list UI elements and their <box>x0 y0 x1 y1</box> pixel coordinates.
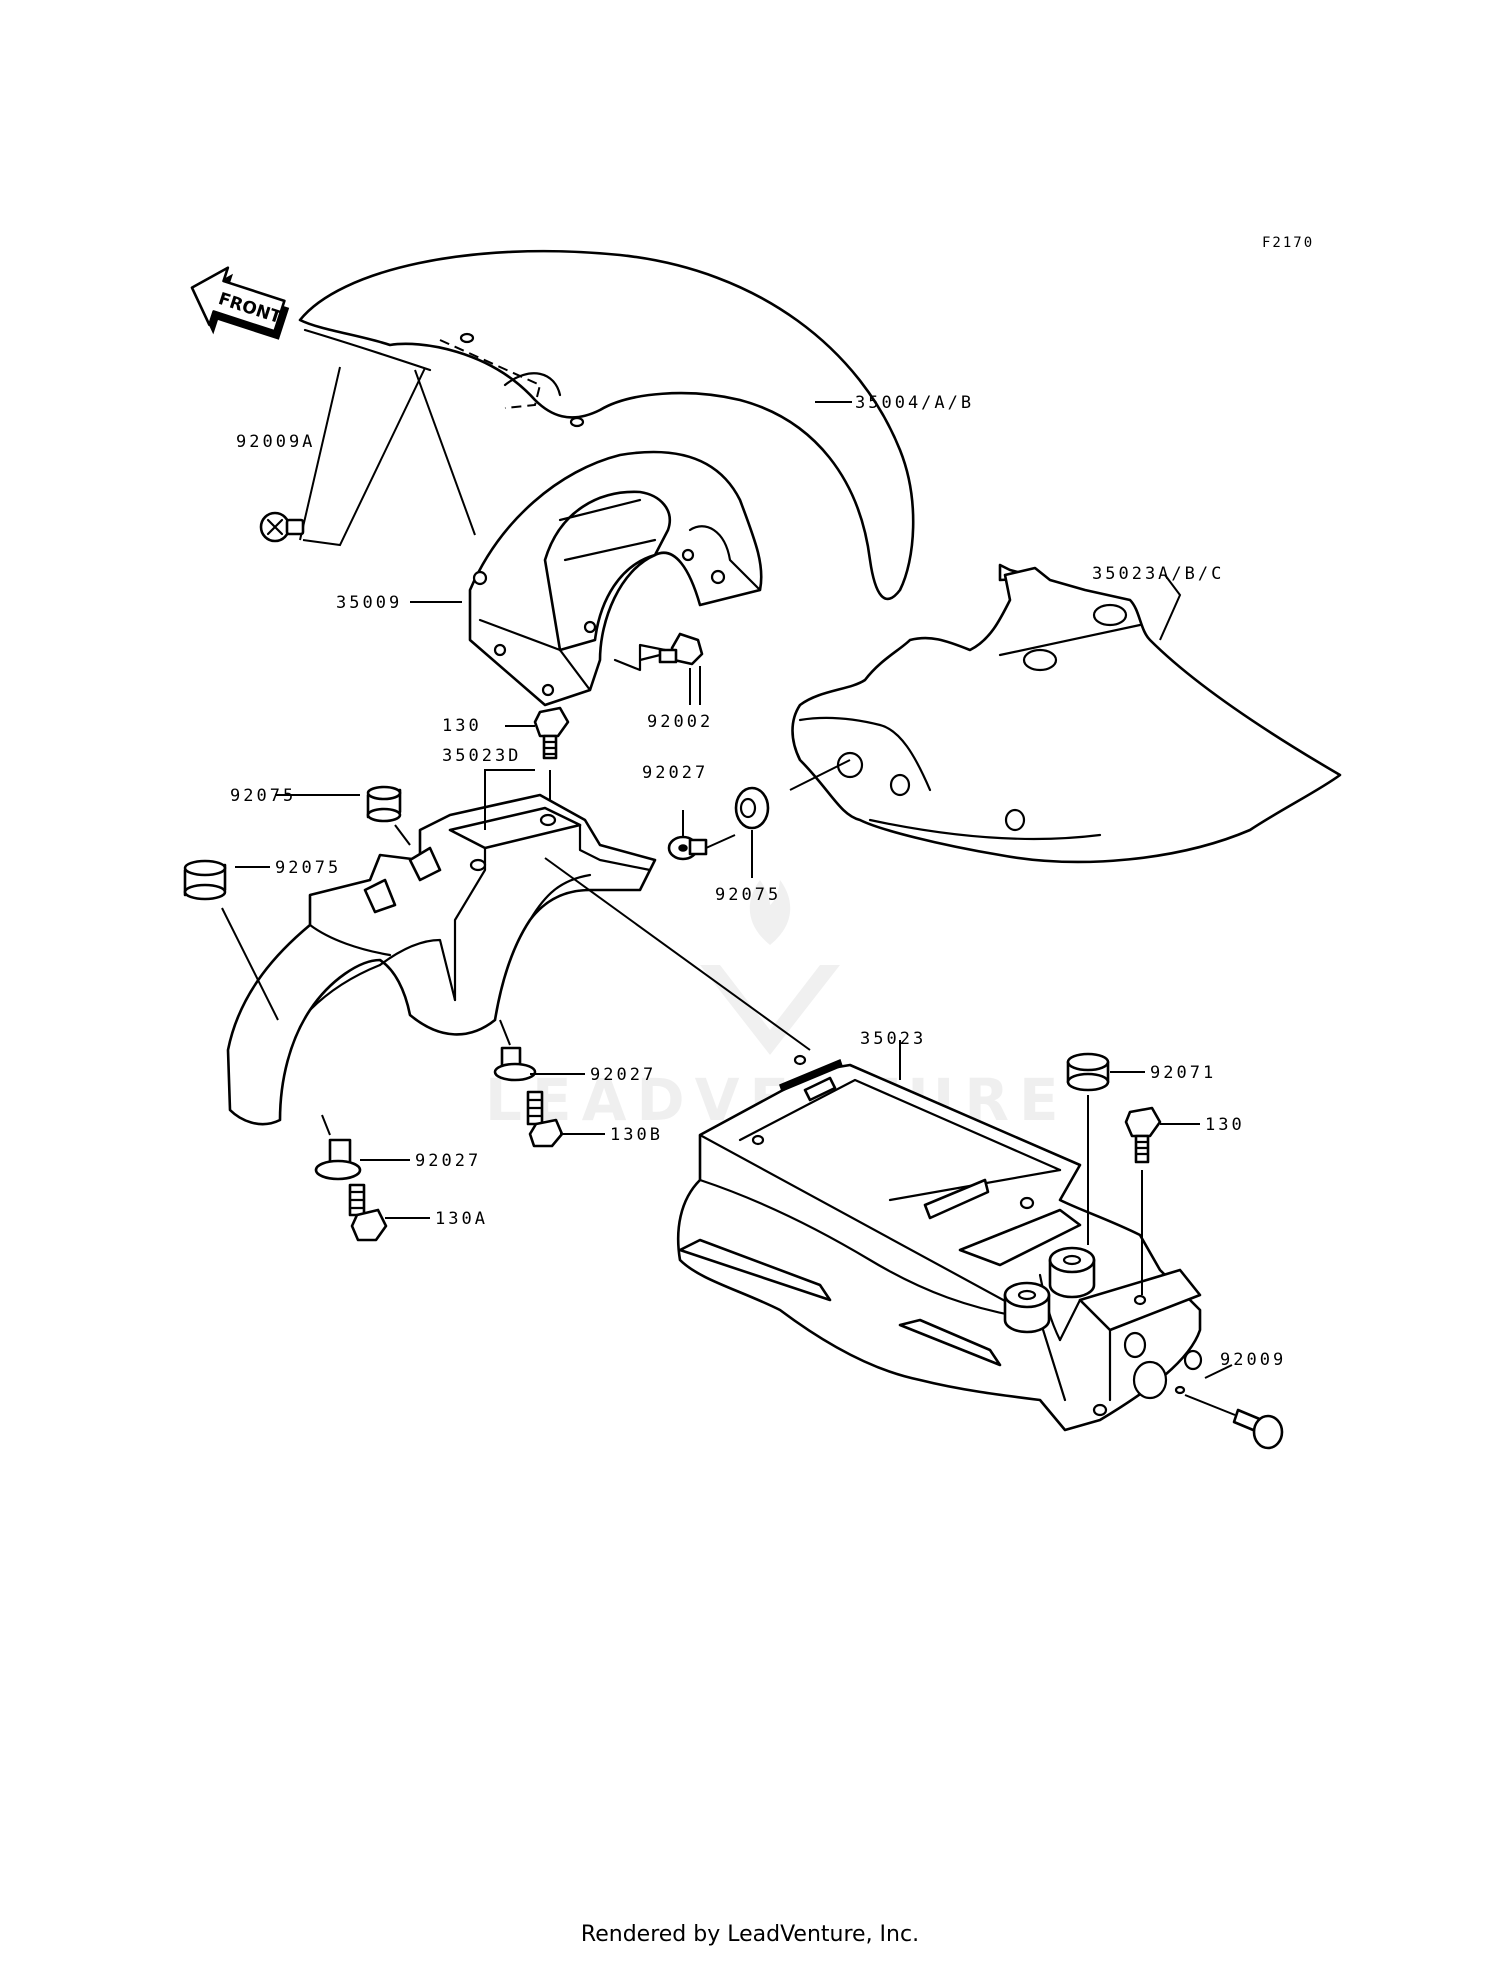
bolt-130-right <box>1124 1106 1162 1295</box>
screw-92009A <box>259 367 426 547</box>
rear-fender-35023 <box>676 1040 1203 1432</box>
figure-id: F2170 <box>1262 235 1314 251</box>
callout-92002: 92002 <box>647 712 713 732</box>
callout-92071: 92071 <box>1150 1063 1216 1083</box>
collar-92027-low <box>314 1114 362 1181</box>
bolt-130B <box>526 1090 564 1148</box>
callout-92009A: 92009A <box>236 432 315 452</box>
bolt-92002 <box>613 632 704 705</box>
callout-92075-c: 92075 <box>715 885 781 905</box>
callout-35023ABC: 35023A/B/C <box>1092 564 1224 584</box>
callout-92027-low: 92027 <box>415 1151 481 1171</box>
callout-92027-mid: 92027 <box>590 1065 656 1085</box>
inner-fender-35023D <box>226 769 811 1126</box>
callout-92027-top: 92027 <box>642 763 708 783</box>
grommet-92075-left <box>183 859 279 1021</box>
grommet-92075-right <box>734 786 770 878</box>
collar-92027-top <box>667 810 736 861</box>
callout-130-right: 130 <box>1205 1115 1245 1135</box>
callout-92009: 92009 <box>1220 1350 1286 1370</box>
callout-35009: 35009 <box>336 593 402 613</box>
footer-credit: Rendered by LeadVenture, Inc. <box>580 1922 920 1947</box>
callout-92075-b: 92075 <box>275 858 341 878</box>
grommet-92071 <box>1066 1052 1110 1245</box>
callout-35023D: 35023D <box>442 746 521 766</box>
rear-fender-upper-35023ABC <box>789 563 1342 864</box>
front-fender-bracket-35009 <box>299 366 763 707</box>
bolt-130A <box>348 1183 388 1242</box>
callout-130-top: 130 <box>442 716 482 736</box>
callout-35023: 35023 <box>860 1029 926 1049</box>
callout-35004AB: 35004/A/B <box>855 393 974 413</box>
front-direction-arrow: FRONT <box>190 266 290 340</box>
front-fender-35004 <box>298 249 915 601</box>
callout-92075-a: 92075 <box>230 786 296 806</box>
callout-130B: 130B <box>610 1125 663 1145</box>
callout-130A: 130A <box>435 1209 488 1229</box>
grommet-92075-upper-left <box>366 785 411 846</box>
collar-92027-mid <box>493 1019 537 1082</box>
screw-92009 <box>1184 1394 1284 1450</box>
